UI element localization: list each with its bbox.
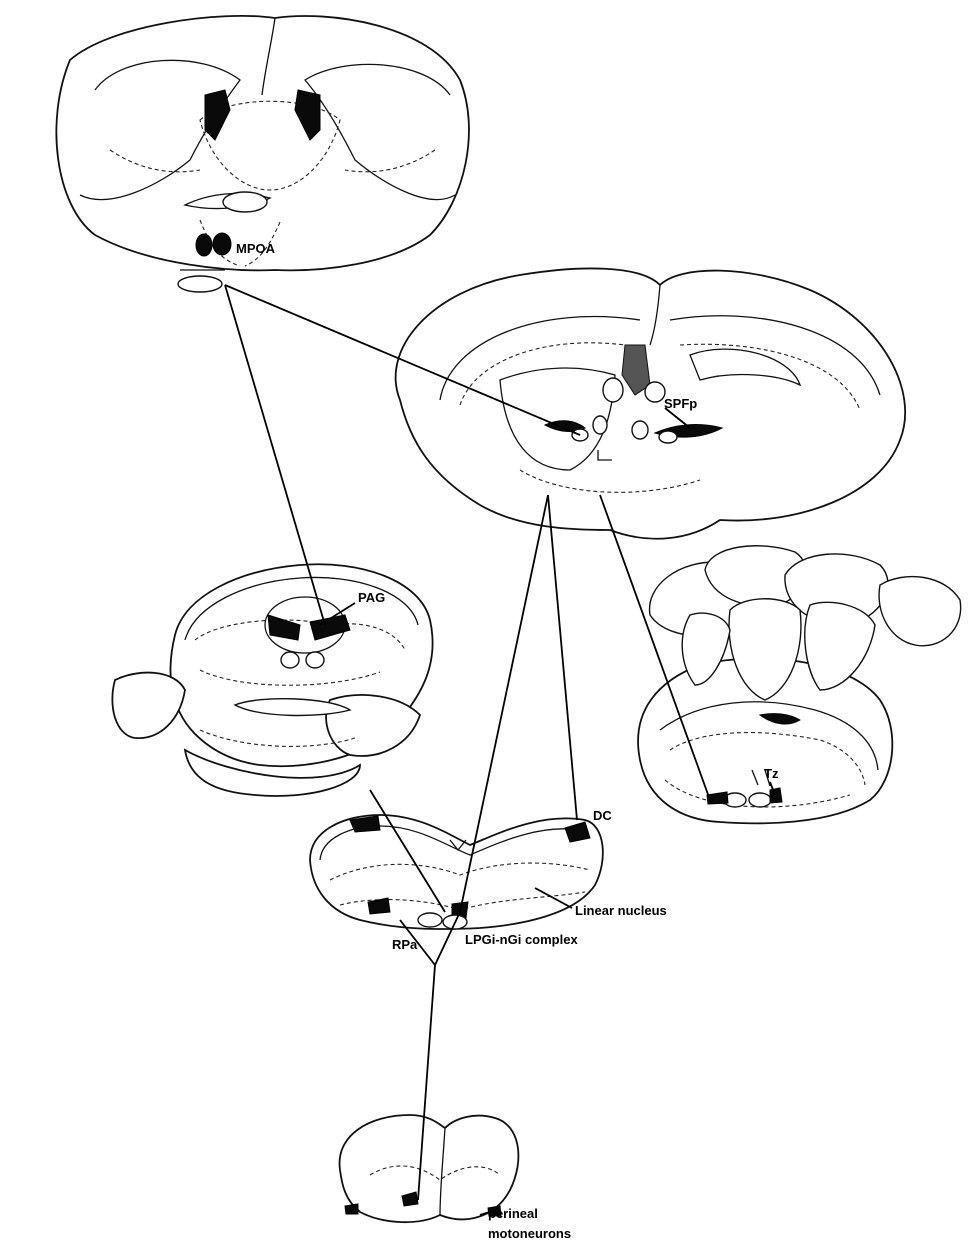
label-motoneurons: motoneurons	[488, 1226, 571, 1241]
label-rpa: RPa	[392, 937, 418, 952]
label-pag: PAG	[358, 590, 385, 605]
label-lpgi-ngi-complex: LPGi-nGi complex	[465, 932, 578, 947]
label-dc: DC	[593, 808, 612, 823]
pontine-section	[638, 546, 961, 824]
label-tz: Tz	[764, 766, 779, 781]
medulla-section	[310, 815, 603, 929]
label-mpoa: MPOA	[236, 241, 276, 256]
label-perineal: perineal	[488, 1206, 538, 1221]
projection-spfp-dc	[548, 495, 577, 820]
thalamic-section	[396, 268, 906, 538]
label-linear-nucleus: Linear nucleus	[575, 903, 667, 918]
label-spfp: SPFp	[664, 396, 697, 411]
